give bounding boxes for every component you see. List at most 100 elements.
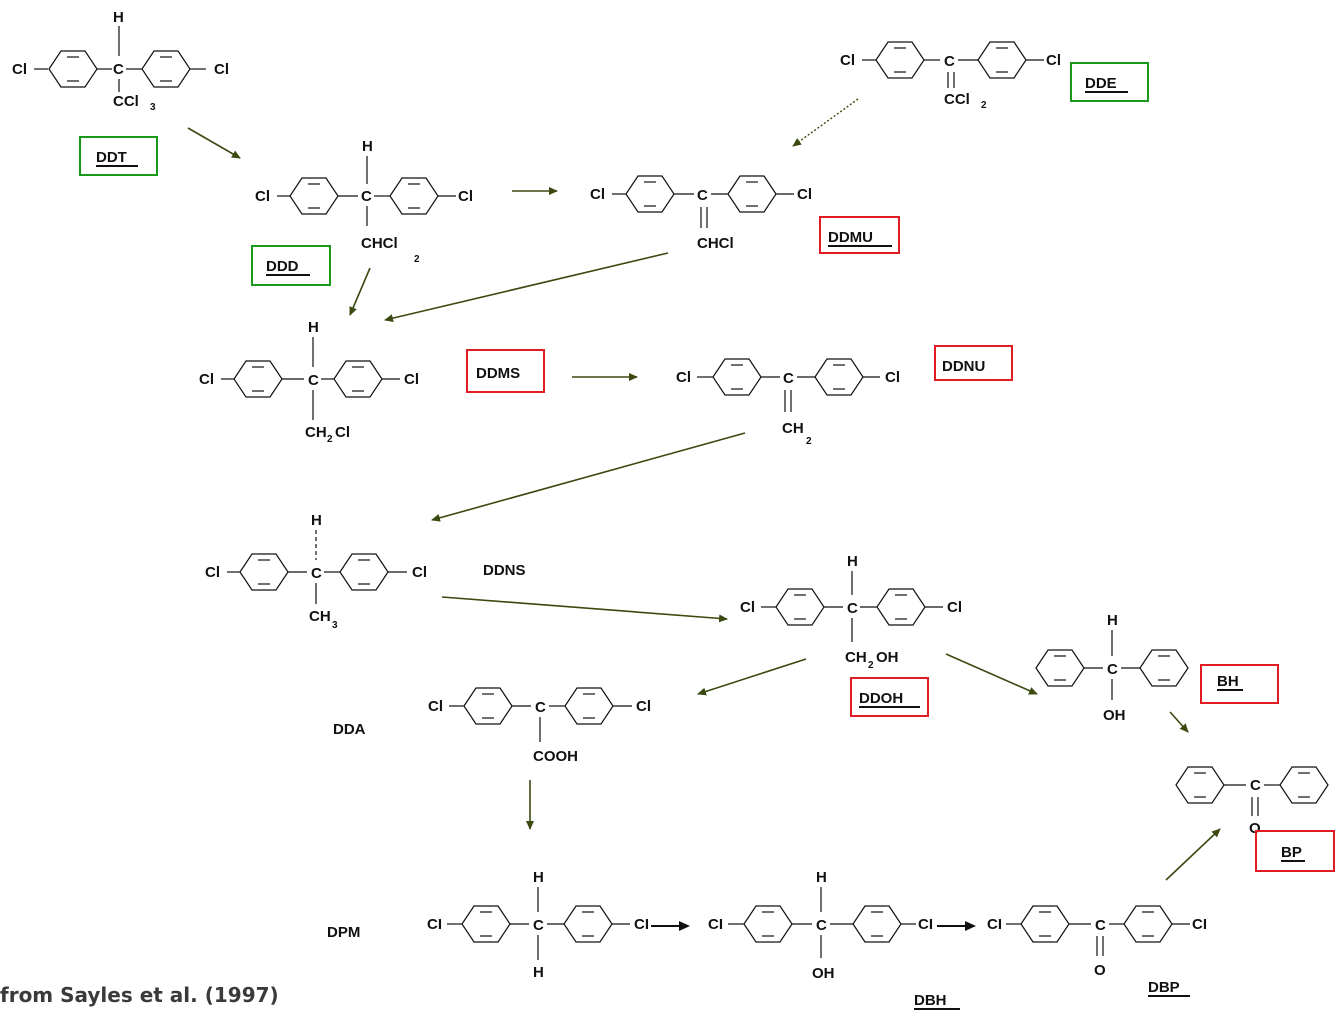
svg-text:CCl: CCl [113,93,139,110]
dda-label: DDA [333,721,366,738]
benzene-ring-icon [727,175,777,213]
svg-text:H: H [533,964,544,981]
benzene-ring-icon [463,687,513,725]
svg-text:OH: OH [876,649,899,666]
ddt-label: DDT [96,149,127,166]
arrow-ddmu-to-ddms [384,252,669,323]
svg-text:Cl: Cl [404,371,419,388]
arrow-ddoh-to-dda [697,658,807,696]
svg-text:CH: CH [845,649,867,666]
benzene-ring-icon [875,41,925,79]
dpm-structure: CI C CI H H [427,869,649,981]
svg-text:Cl: Cl [205,564,220,581]
dda-structure: Cl C Cl COOH [428,687,651,765]
svg-text:H: H [113,9,124,26]
svg-text:OH: OH [1103,707,1126,724]
ddd-label-box [251,245,331,286]
svg-text:CH: CH [309,608,331,625]
benzene-ring-icon [233,360,283,398]
arrow-dbp-to-bp [1165,828,1221,881]
svg-text:C: C [113,61,124,78]
benzene-ring-icon [625,175,675,213]
svg-text:CHCl: CHCl [361,235,398,252]
benzene-ring-icon [876,588,926,626]
svg-text:H: H [362,138,373,155]
arrow-ddt-to-ddd [187,127,241,159]
benzene-ring-icon [564,687,614,725]
benzene-ring-icon [1035,649,1085,687]
ddnu-label-box [934,345,1013,381]
benzene-ring-icon [1139,649,1189,687]
benzene-ring-icon [389,177,439,215]
dbh-label: DBH [914,992,947,1009]
svg-text:C: C [1107,661,1118,678]
benzene-ring-icon [743,905,793,943]
benzene-ring-icon [1175,766,1225,804]
bh-label-box [1200,664,1279,704]
benzene-ring-icon [461,905,511,943]
svg-text:Cl: Cl [840,52,855,69]
svg-text:H: H [816,869,827,886]
svg-text:Cl: Cl [797,186,812,203]
benzene-ring-icon [563,905,613,943]
benzene-ring-icon [814,358,864,396]
ddms-label-box [466,349,545,393]
svg-text:CI: CI [918,916,933,933]
svg-text:Cl: Cl [590,186,605,203]
bh-label: BH [1217,673,1239,690]
svg-text:C: C [783,370,794,387]
svg-text:3: 3 [332,620,338,631]
benzene-ring-icon [48,50,98,88]
svg-text:CH: CH [782,420,804,437]
arrow-dde-to-ddmu [792,98,859,147]
svg-text:CI: CI [1192,916,1207,933]
benzene-ring-icon [775,588,825,626]
benzene-ring-icon [1123,905,1173,943]
svg-text:Cl: Cl [947,599,962,616]
svg-text:CI: CI [427,916,442,933]
ddnu-structure: Cl C Cl CH 2 [676,358,900,447]
svg-text:Cl: Cl [676,369,691,386]
dde-label-box [1070,62,1149,102]
svg-text:C: C [533,917,544,934]
benzene-ring-icon [1020,905,1070,943]
dpm-label: DPM [327,924,360,941]
ddms-structure: Cl C Cl H CH 2 Cl [199,319,419,445]
bp-label-box [1255,830,1335,872]
benzene-ring-icon [333,360,383,398]
svg-text:C: C [361,188,372,205]
svg-text:H: H [1107,612,1118,629]
dbp-label: DBP [1148,979,1180,996]
arrow-ddoh-to-bh [945,653,1038,695]
benzene-ring-icon [239,553,289,591]
ddns-structure: Cl C Cl H CH 3 [205,512,427,631]
svg-text:C: C [816,917,827,934]
svg-text:C: C [847,600,858,617]
svg-text:C: C [311,565,322,582]
bp-label: BP [1281,844,1302,861]
dbh-structure: CI C CI H OH [708,869,933,982]
svg-text:Cl: Cl [428,698,443,715]
bp-structure: C O [1175,766,1329,837]
svg-text:2: 2 [414,254,420,265]
svg-text:2: 2 [327,434,333,445]
ddoh-label-box [850,677,929,717]
benzene-ring-icon [977,41,1027,79]
svg-text:CI: CI [708,916,723,933]
svg-text:Cl: Cl [636,698,651,715]
benzene-ring-icon [339,553,389,591]
ddt-structure: Cl C Cl H CCl 3 [12,9,229,113]
svg-text:CHCl: CHCl [697,235,734,252]
benzene-ring-icon [289,177,339,215]
benzene-ring-icon [1279,766,1329,804]
svg-text:C: C [944,53,955,70]
svg-text:2: 2 [806,436,812,447]
arrow-bh-to-bp [1169,711,1189,733]
svg-text:CH: CH [305,424,327,441]
ddmu-structure: Cl C Cl CHCl [590,175,812,252]
svg-text:Cl: Cl [885,369,900,386]
ddt-label-box [79,136,158,176]
svg-text:Cl: Cl [412,564,427,581]
svg-text:C: C [697,187,708,204]
